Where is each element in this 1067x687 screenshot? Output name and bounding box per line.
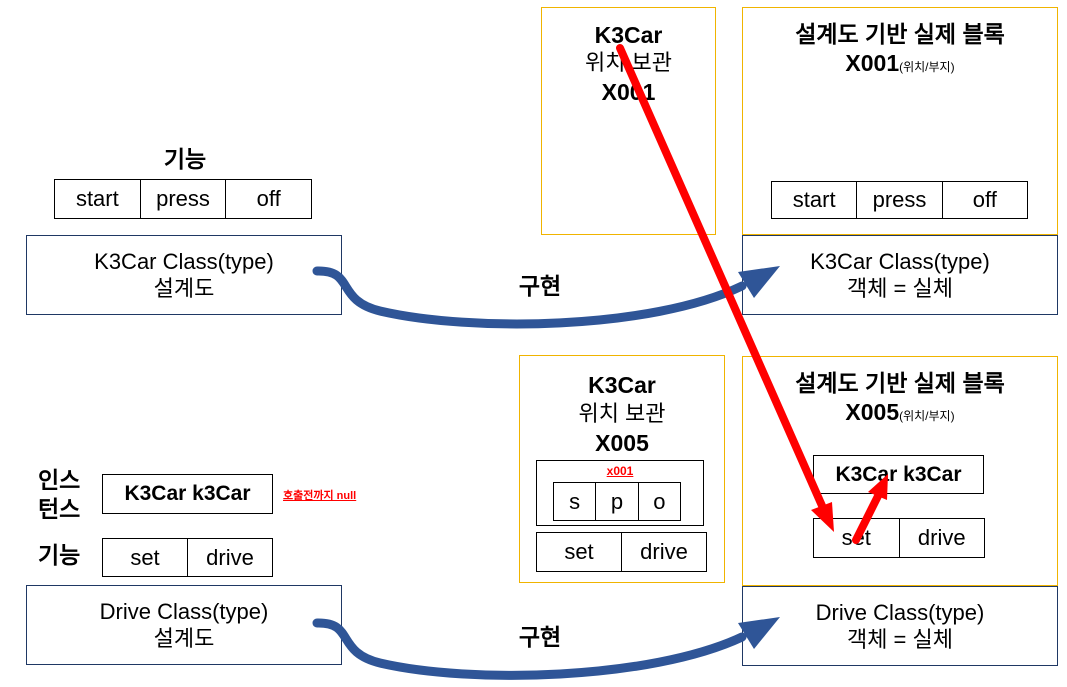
class-box-type: K3Car Class(type) xyxy=(94,249,274,274)
class-box-desc: 설계도 xyxy=(153,626,215,651)
class-box-type: Drive Class(type) xyxy=(99,599,269,624)
stack-address: X005 xyxy=(595,430,649,456)
heap-field: K3Car k3Car xyxy=(813,455,984,494)
feature-cell-off: off xyxy=(225,180,311,218)
method-cell-drive: drive xyxy=(621,533,706,571)
top-implement-arrow xyxy=(312,266,780,329)
heap-address-line: X001(위치/부지) xyxy=(743,49,1057,82)
heap-cell-off: off xyxy=(941,182,1027,218)
stack-ref-cells: s p o xyxy=(553,482,681,521)
heap-title: 설계도 기반 실제 블록 xyxy=(795,21,1005,47)
heap-method-cells: set drive xyxy=(813,518,985,558)
heap-cell-start: start xyxy=(792,187,836,212)
stack-desc: 위치 보관 xyxy=(578,401,666,426)
ref-cell-p: p xyxy=(595,483,637,520)
heap-cell-press: press xyxy=(856,182,941,218)
top-heap-box: 설계도 기반 실제 블록 X001(위치/부지) xyxy=(742,7,1058,235)
feature-cell-drive: drive xyxy=(187,539,272,576)
heap-address-note: (위치/부지) xyxy=(899,409,955,423)
class-box-desc: 설계도 xyxy=(153,276,215,301)
feature-cell-start: start xyxy=(75,186,119,211)
bottom-feature-label: 기능 xyxy=(38,542,81,568)
ref-cell-s: s xyxy=(569,488,581,514)
instance-field: K3Car k3Car xyxy=(102,474,273,514)
set-to-field-arrow xyxy=(852,474,888,544)
reference-arrow xyxy=(616,44,834,532)
stack-ref-box xyxy=(536,460,704,526)
instance-label: 인스 턴스 xyxy=(38,466,80,524)
bottom-feature-table: set drive xyxy=(102,538,273,577)
object-box-type: K3Car Class(type) xyxy=(810,249,990,274)
heap-title: 설계도 기반 실제 블록 xyxy=(795,370,1005,396)
top-feature-table: start press off xyxy=(54,179,312,219)
heap-cell-drive: drive xyxy=(898,519,985,557)
instance-label-line1: 인스 xyxy=(38,467,81,493)
top-class-box: K3Car Class(type) 설계도 xyxy=(26,235,342,315)
heap-address-line: X005(위치/부지) xyxy=(743,398,1057,431)
stack-var-name: K3Car xyxy=(594,22,663,48)
top-heap-feature-table: start press off xyxy=(771,181,1028,219)
object-box-desc: 객체 = 실체 xyxy=(846,276,954,301)
feature-cell-press: press xyxy=(139,180,226,218)
heap-address: X005 xyxy=(845,399,900,425)
bottom-heap-box: 설계도 기반 실제 블록 X005(위치/부지) xyxy=(742,356,1058,586)
stack-ref-label: x001 xyxy=(606,464,634,478)
method-cell-set: set xyxy=(564,539,594,564)
ref-cell-o: o xyxy=(637,483,680,520)
stack-method-cells: set drive xyxy=(536,532,707,572)
bottom-implement-arrow xyxy=(312,617,780,680)
instance-label-line2: 턴스 xyxy=(38,496,81,522)
top-object-box: K3Car Class(type) 객체 = 실체 xyxy=(742,235,1058,315)
heap-address: X001 xyxy=(845,50,900,76)
stack-var-name: K3Car xyxy=(588,372,656,398)
bottom-impl-label: 구현 xyxy=(518,624,562,650)
object-box-type: Drive Class(type) xyxy=(815,600,985,625)
null-note: 호출전까지 null xyxy=(283,490,357,502)
object-box-desc: 객체 = 실체 xyxy=(846,627,954,652)
feature-cell-set: set xyxy=(130,544,160,570)
heap-address-note: (위치/부지) xyxy=(899,60,955,74)
bottom-class-box: Drive Class(type) 설계도 xyxy=(26,585,342,665)
top-feature-label: 기능 xyxy=(163,146,207,172)
bottom-stack-box: K3Car 위치 보관 X005 xyxy=(519,355,725,583)
top-impl-label: 구현 xyxy=(518,273,562,299)
bottom-object-box: Drive Class(type) 객체 = 실체 xyxy=(742,586,1058,666)
